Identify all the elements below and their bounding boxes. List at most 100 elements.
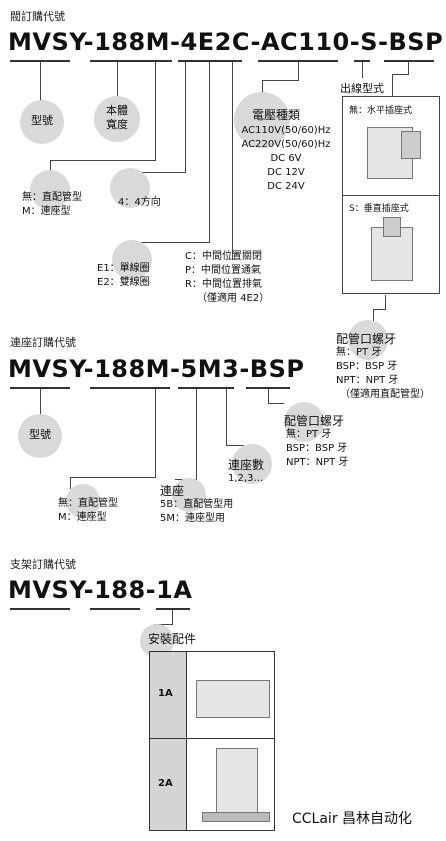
divider bbox=[186, 652, 187, 830]
code-dash: - bbox=[239, 355, 250, 383]
code-part: MVSY bbox=[8, 355, 84, 383]
underline-mvsy bbox=[10, 608, 70, 610]
connector bbox=[392, 74, 393, 96]
accessory-title: 安裝配件 bbox=[148, 632, 197, 646]
connector bbox=[117, 62, 118, 98]
model-bubble bbox=[20, 100, 64, 144]
coil-bubble bbox=[112, 240, 152, 280]
underline-bsp bbox=[384, 60, 434, 62]
connector bbox=[268, 403, 284, 404]
thread-options: 無：PT 牙 BSP：BSP 牙 NPT：NPT 牙 bbox=[286, 429, 349, 468]
model-label: 型號 bbox=[29, 428, 51, 441]
underline-188 bbox=[90, 387, 146, 389]
code-part: AC110 bbox=[260, 28, 350, 56]
connector bbox=[226, 389, 227, 445]
code-dash: - bbox=[250, 28, 261, 56]
underline-mvsy bbox=[10, 387, 70, 389]
row-label-1a: 1A bbox=[158, 688, 173, 699]
valve-order-code: MVSY-188M-4E2C-AC110-S-BSP bbox=[8, 28, 443, 56]
direction-label: 4：4方向 bbox=[118, 197, 161, 208]
connector bbox=[262, 80, 299, 81]
connector bbox=[392, 74, 409, 75]
code-part: 188M bbox=[94, 28, 171, 56]
connector bbox=[268, 389, 269, 403]
code-part: MVSY bbox=[8, 576, 84, 604]
voltage-options: AC110V(50/60)Hz AC220V(50/60)Hz DC 6V DC… bbox=[241, 125, 331, 192]
underline-mvsy bbox=[10, 60, 70, 62]
count-values: 1,2,3… bbox=[228, 473, 264, 484]
bracket-2a-image bbox=[216, 748, 258, 822]
underline-4 bbox=[178, 60, 194, 62]
underline-3 bbox=[218, 387, 234, 389]
code-part: S bbox=[360, 28, 379, 56]
voltage-bubble bbox=[234, 92, 290, 148]
code-part: 188 bbox=[94, 576, 146, 604]
connector bbox=[232, 62, 233, 260]
thread-title: 配管口螺牙 bbox=[284, 414, 345, 428]
manifold-options: 5B：直配管型用 5M：連座型用 bbox=[160, 499, 234, 524]
code-dash: - bbox=[378, 28, 389, 56]
outlet-horizontal-label: 無：水平插座式 bbox=[349, 106, 413, 116]
code-dash: - bbox=[83, 355, 95, 383]
code-dash: - bbox=[170, 355, 181, 383]
row-label-2a: 2A bbox=[158, 778, 173, 789]
outlet-vertical-label: S：垂直插座式 bbox=[349, 204, 409, 214]
manifold-bubble bbox=[172, 478, 206, 512]
connector bbox=[155, 389, 156, 477]
count-title: 連座數 bbox=[228, 458, 265, 472]
center-options: C：中間位置關閉 P：中間位置通氣 R：中間位置排氣 （僅適用 4E2） bbox=[185, 251, 270, 304]
connector bbox=[385, 295, 386, 309]
watermark: CCLair 昌林自动化 bbox=[292, 811, 413, 827]
underline-188 bbox=[90, 608, 140, 610]
connector bbox=[50, 160, 51, 178]
coil-options: E1：單線圈 E2：雙線圈 bbox=[97, 263, 150, 288]
bracket-1a-image bbox=[196, 680, 270, 718]
underline-188 bbox=[90, 60, 150, 62]
code-part: 1A bbox=[156, 576, 193, 604]
section3-title: 支架訂購代號 bbox=[10, 558, 76, 571]
connector bbox=[373, 309, 374, 327]
connector bbox=[185, 62, 186, 172]
connector bbox=[262, 80, 263, 100]
connector bbox=[40, 62, 41, 102]
outlet-title: 出線型式 bbox=[340, 82, 384, 95]
direction-bubble bbox=[110, 168, 150, 208]
underline-bsp bbox=[246, 387, 290, 389]
section2-title: 連座訂購代號 bbox=[10, 336, 76, 349]
code-part: C bbox=[231, 28, 251, 56]
code-part: 3 bbox=[222, 355, 240, 383]
connector bbox=[140, 172, 186, 173]
thread-title: 配管口螺牙 bbox=[336, 332, 397, 346]
connector bbox=[298, 62, 299, 80]
underline-m bbox=[146, 387, 170, 389]
width-label: 本體 寬度 bbox=[106, 104, 128, 131]
code-part: MVSY bbox=[8, 28, 84, 56]
code-dash: - bbox=[145, 576, 157, 604]
divider bbox=[150, 738, 274, 739]
manifold-order-code: MVSY-188M-5M3-BSP bbox=[8, 355, 304, 383]
outlet-box: 無：水平插座式 S：垂直插座式 bbox=[342, 96, 440, 294]
manifold-title: 連座 bbox=[160, 484, 185, 498]
thread-bubble bbox=[284, 402, 324, 442]
underline-e2 bbox=[194, 60, 222, 62]
connector bbox=[70, 477, 156, 478]
connector bbox=[362, 62, 363, 78]
thread-options: 無：PT 牙 BSP：BSP 牙 NPT：NPT 牙 （僅適用直配管型） bbox=[336, 347, 430, 400]
connector bbox=[373, 309, 386, 310]
underline-s bbox=[354, 60, 370, 62]
code-part: BSP bbox=[388, 28, 444, 56]
voltage-title: 電壓種類 bbox=[252, 108, 301, 122]
connector-plug-image bbox=[401, 131, 421, 159]
accessory-table: 1A 2A bbox=[149, 651, 275, 831]
connector bbox=[408, 62, 409, 74]
connector bbox=[172, 610, 173, 624]
base-bubble bbox=[30, 170, 70, 210]
underline-ac110 bbox=[258, 60, 338, 62]
code-dash: - bbox=[83, 576, 95, 604]
label-column bbox=[150, 652, 186, 830]
model-bubble bbox=[18, 414, 62, 458]
base-bubble bbox=[66, 484, 100, 518]
base-options: 無：直配管型 M：連座型 bbox=[58, 498, 118, 523]
connector bbox=[50, 160, 156, 161]
underline-5m bbox=[178, 387, 218, 389]
